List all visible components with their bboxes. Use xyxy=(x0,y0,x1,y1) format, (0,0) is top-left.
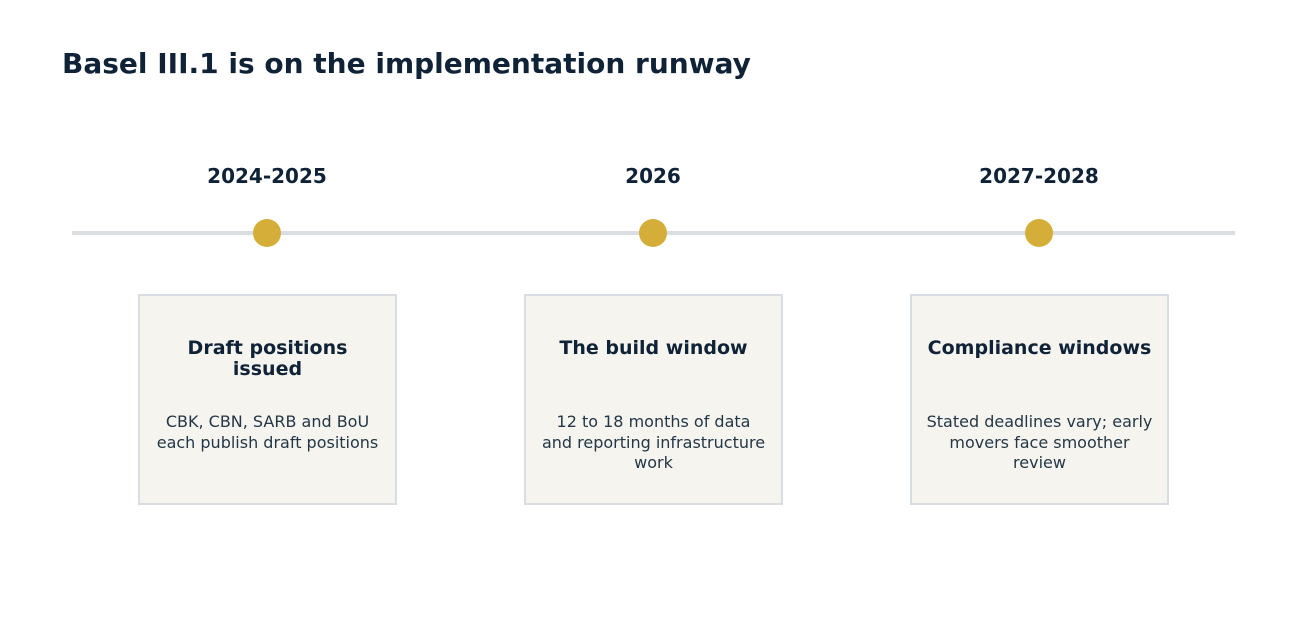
milestone-period-label: 2026 xyxy=(625,164,681,188)
milestone-period-label: 2027-2028 xyxy=(979,164,1099,188)
timeline-milestone-1: 2024-2025 Draft positions issued CBK, CB… xyxy=(117,0,417,640)
milestone-period-label: 2024-2025 xyxy=(207,164,327,188)
milestone-card-heading: Compliance windows xyxy=(927,337,1152,359)
milestone-marker-dot xyxy=(253,219,281,247)
milestone-card-description: 12 to 18 months of data and reporting in… xyxy=(541,412,766,472)
milestone-card-description: CBK, CBN, SARB and BoU each publish draf… xyxy=(156,412,379,452)
milestone-card: The build window 12 to 18 months of data… xyxy=(524,294,783,505)
milestone-card: Draft positions issued CBK, CBN, SARB an… xyxy=(138,294,397,505)
milestone-card-heading: The build window xyxy=(559,337,748,359)
timeline-milestone-3: 2027-2028 Compliance windows Stated dead… xyxy=(889,0,1189,640)
milestone-card: Compliance windows Stated deadlines vary… xyxy=(910,294,1169,505)
timeline-milestone-2: 2026 The build window 12 to 18 months of… xyxy=(503,0,803,640)
milestone-card-heading: Draft positions issued xyxy=(187,337,348,380)
milestone-marker-dot xyxy=(1025,219,1053,247)
page-title: Basel III.1 is on the implementation run… xyxy=(62,47,751,80)
milestone-card-description: Stated deadlines vary; early movers face… xyxy=(926,412,1153,472)
milestone-marker-dot xyxy=(639,219,667,247)
